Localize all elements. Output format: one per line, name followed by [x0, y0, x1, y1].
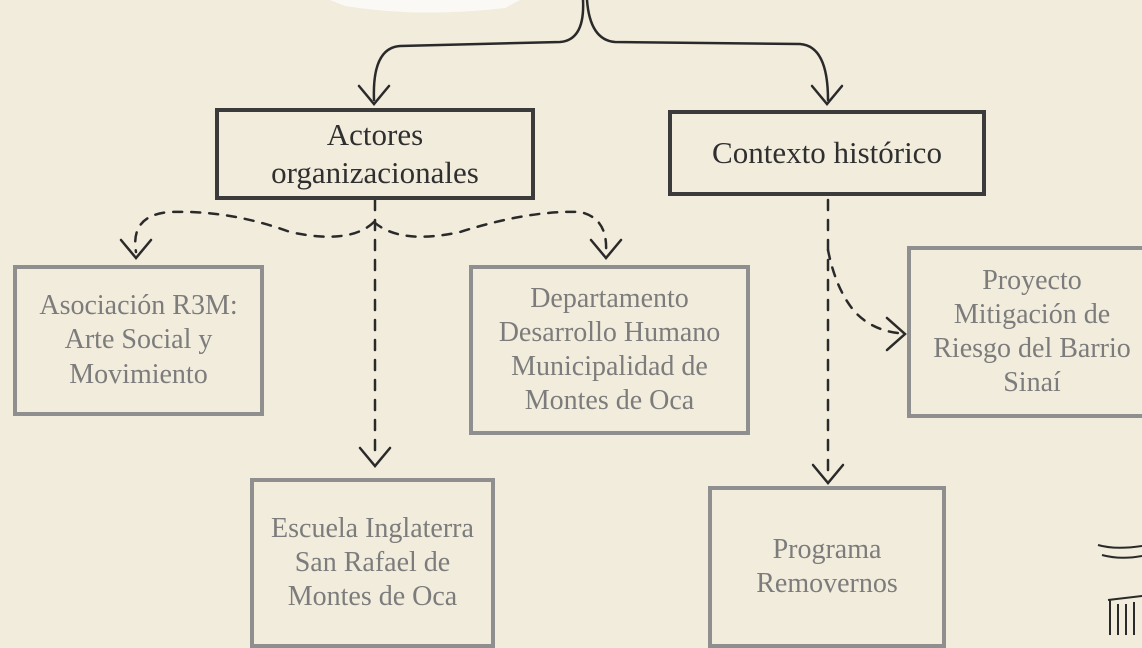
arrowhead-proyecto	[885, 316, 907, 352]
sketch-decoration	[1097, 544, 1142, 635]
node-asociacion-label: Asociación R3M: Arte Social y Movimiento	[39, 290, 238, 390]
arrowhead-programa	[811, 463, 845, 485]
node-programa-removernos: Programa Removernos	[708, 486, 946, 648]
node-actores-organizacionales: Actores organizacionales	[215, 108, 535, 200]
diagram-connectors	[119, 0, 1142, 635]
arrowhead-asociacion	[119, 238, 153, 260]
node-proyecto-mitigacion: Proyecto Mitigación de Riesgo del Barrio…	[907, 246, 1142, 418]
dashed-connector-proyecto	[826, 248, 900, 335]
node-escuela-label: Escuela Inglaterra San Rafael de Montes …	[271, 512, 474, 613]
top-paper-fragment	[330, 0, 520, 13]
node-programa-label: Programa Removernos	[756, 533, 898, 599]
arrowhead-departamento	[589, 238, 623, 260]
node-departamento-label: Departamento Desarrollo Humano Municipal…	[498, 282, 721, 417]
node-actores-label: Actores organizacionales	[271, 117, 479, 190]
arrowhead-escuela	[358, 446, 392, 468]
node-contexto-historico: Contexto histórico	[668, 110, 986, 196]
node-departamento-desarrollo-humano: Departamento Desarrollo Humano Municipal…	[469, 265, 750, 435]
dashed-connector-asociacion	[133, 210, 376, 254]
arrowhead-contexto	[810, 84, 844, 106]
node-proyecto-label: Proyecto Mitigación de Riesgo del Barrio…	[933, 264, 1131, 399]
dashed-connector-departamento	[372, 210, 608, 254]
arrowhead-actores	[357, 84, 391, 106]
brace-connector	[372, 0, 830, 102]
node-asociacion-r3m: Asociación R3M: Arte Social y Movimiento	[13, 265, 264, 416]
node-escuela-inglaterra: Escuela Inglaterra San Rafael de Montes …	[250, 478, 495, 648]
node-contexto-label: Contexto histórico	[712, 135, 942, 171]
